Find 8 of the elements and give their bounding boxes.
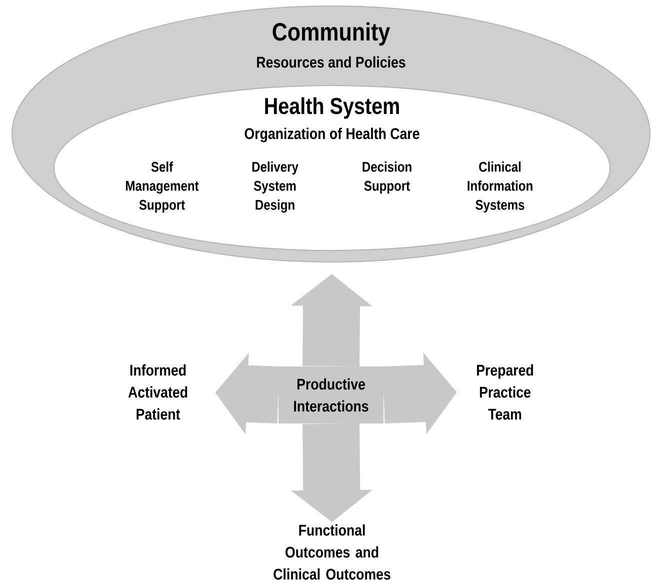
component-label: Clinical Information Systems [468,162,532,213]
outcome-text: Functional Outcomes and Clinical Outcomes [274,524,390,580]
component-label: Decision Support [362,162,412,194]
outcome-text: Informed Activated Patient [128,364,188,420]
component-label: Self Management Support [126,162,199,213]
hub-text: Productive Interactions [278,366,384,424]
outcome-text: Prepared Practice Team [477,364,533,420]
component-label: Delivery System Design [252,162,298,213]
